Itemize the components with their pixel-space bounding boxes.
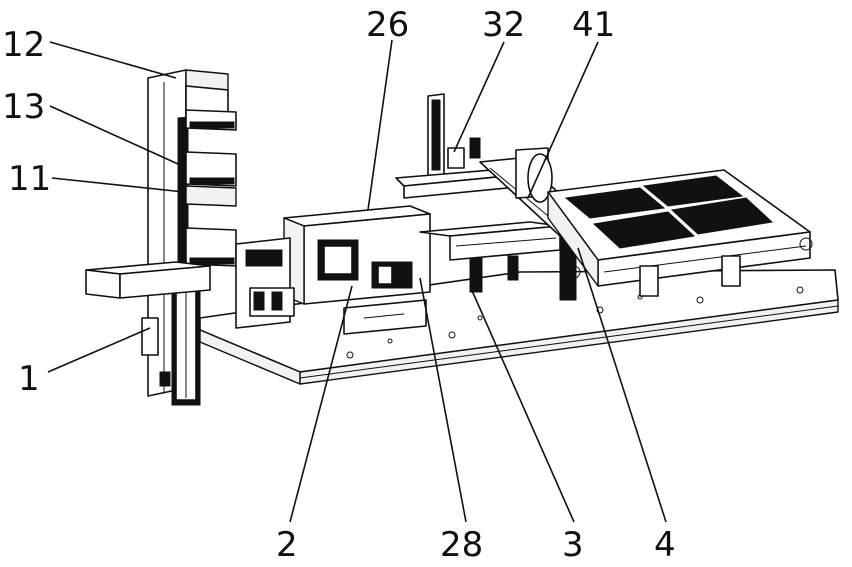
label-3: 3	[562, 525, 584, 565]
leader-41	[528, 42, 598, 198]
label-28: 28	[440, 525, 483, 565]
label-1: 1	[18, 359, 40, 399]
leader-32	[454, 42, 504, 152]
label-26: 26	[366, 5, 409, 45]
label-11: 11	[8, 159, 51, 199]
leader-26	[368, 40, 392, 210]
label-41: 41	[572, 5, 615, 45]
left-subassembly	[236, 238, 294, 328]
label-32: 32	[482, 5, 525, 45]
leader-12	[50, 42, 176, 78]
label-12: 12	[2, 25, 45, 65]
label-2: 2	[276, 525, 298, 565]
magazine-blocks	[186, 110, 236, 266]
label-13: 13	[2, 87, 45, 127]
leader-1	[48, 328, 150, 372]
label-4: 4	[654, 525, 676, 565]
